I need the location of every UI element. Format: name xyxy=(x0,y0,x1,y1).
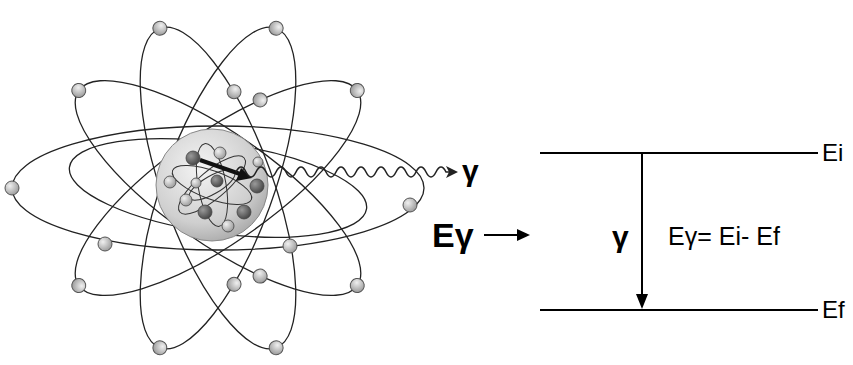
proton xyxy=(211,175,223,187)
nucleons xyxy=(164,147,264,232)
electron xyxy=(151,339,169,357)
gamma-wave xyxy=(236,167,450,177)
proton xyxy=(198,205,212,219)
orbit xyxy=(108,9,328,365)
proton xyxy=(186,151,200,165)
neutron xyxy=(214,147,226,159)
initial-level-label: Ei xyxy=(822,141,843,165)
transition-arrow xyxy=(641,154,643,296)
arrowhead xyxy=(636,294,648,309)
electron xyxy=(283,239,297,253)
final-level xyxy=(540,309,818,311)
electron xyxy=(69,81,88,100)
gamma-energy: Eγ xyxy=(432,218,474,252)
electron xyxy=(348,81,367,100)
electron-orbits xyxy=(12,9,424,365)
nucleus xyxy=(156,129,268,241)
transition-arrow xyxy=(200,160,240,174)
proton xyxy=(250,179,264,193)
electron xyxy=(267,339,285,357)
electron xyxy=(151,19,169,37)
neutron xyxy=(164,176,176,188)
nuclear-orbits xyxy=(168,141,257,229)
orbit xyxy=(47,45,389,330)
arrowhead xyxy=(446,166,458,178)
gamma-label: γ xyxy=(612,222,629,252)
input-arrow xyxy=(484,234,520,236)
energy-equation: Eγ= Ei- Ef xyxy=(668,224,780,249)
neutron xyxy=(222,220,234,232)
electron xyxy=(403,198,417,212)
electron xyxy=(348,276,367,295)
orbit xyxy=(47,45,389,330)
electron xyxy=(250,266,269,285)
gamma-label: γ xyxy=(462,156,479,186)
electrons xyxy=(5,3,417,365)
final-level-label: Ef xyxy=(822,298,845,322)
electron xyxy=(69,276,88,295)
orbit xyxy=(171,147,253,222)
orbit xyxy=(12,126,424,250)
initial-level xyxy=(540,152,818,154)
proton xyxy=(237,205,251,219)
electron xyxy=(267,19,285,37)
arrowhead xyxy=(517,229,530,241)
neutron xyxy=(180,194,192,206)
orbit xyxy=(168,157,257,212)
orbit xyxy=(108,9,328,365)
orbit xyxy=(63,123,373,254)
electron xyxy=(5,181,19,195)
electron xyxy=(225,83,243,101)
electron xyxy=(250,90,269,109)
electron xyxy=(98,237,112,251)
electron xyxy=(225,275,243,293)
neutron xyxy=(191,178,201,188)
neutron xyxy=(253,157,263,167)
